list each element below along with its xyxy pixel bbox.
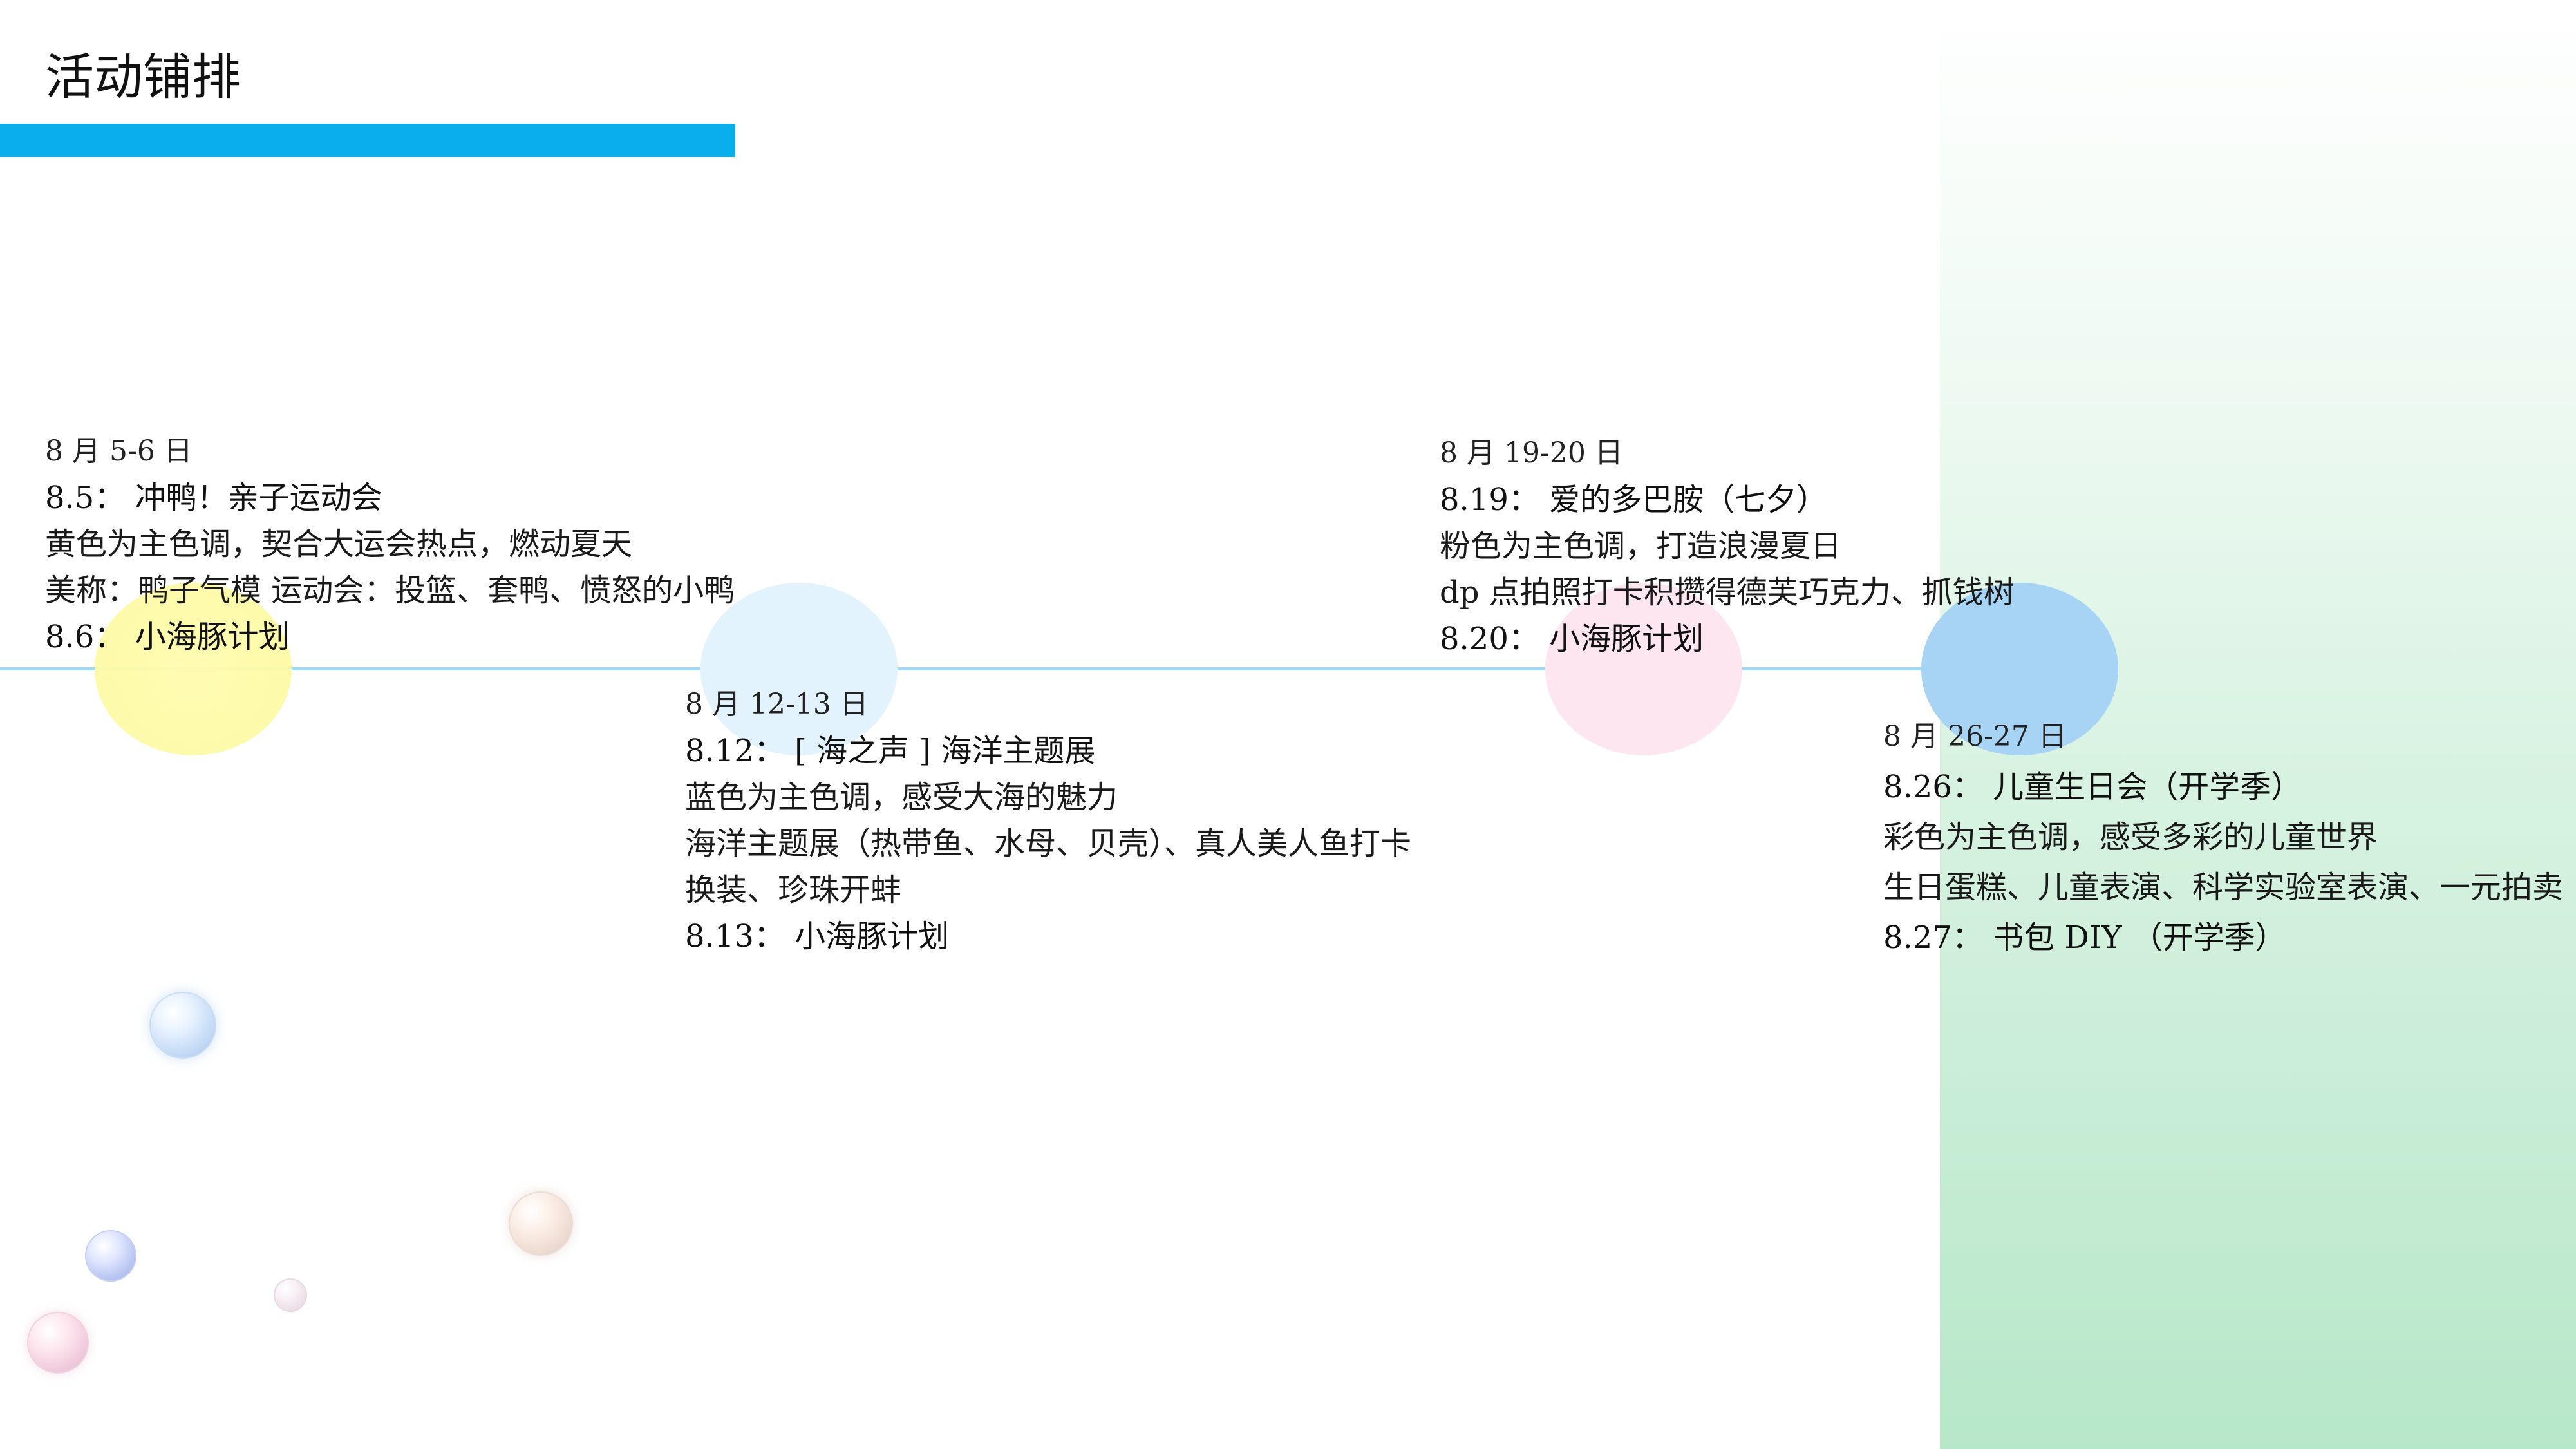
event-line: 蓝色为主色调，感受大海的魅力 <box>685 779 1118 815</box>
event-line: 8.19： 爱的多巴胺（七夕） <box>1440 482 1828 518</box>
event-block-week-2: 8 月 12-13 日 8.12： [ 海之声 ] 海洋主题展 蓝色为主色调，感… <box>685 681 1411 960</box>
timeline-line <box>0 667 1940 670</box>
event-line: 粉色为主色调，打造浪漫夏日 <box>1440 528 1842 564</box>
event-block-week-4: 8 月 26-27 日 8.26： 儿童生日会（开学季） 彩色为主色调，感受多彩… <box>1883 712 2563 963</box>
event-line: dp 点拍照打卡积攒得德芙巧克力、抓钱树 <box>1440 574 2015 611</box>
event-block-week-3: 8 月 19-20 日 8.19： 爱的多巴胺（七夕） 粉色为主色调，打造浪漫夏… <box>1440 430 2015 662</box>
event-line: 生日蛋糕、儿童表演、科学实验室表演、一元拍卖 <box>1883 869 2564 905</box>
bubble-decoration <box>27 1312 89 1374</box>
event-line: 8.12： [ 海之声 ] 海洋主题展 <box>685 733 1096 769</box>
event-line: 换装、珍珠开蚌 <box>685 872 902 908</box>
date-range: 8 月 19-20 日 <box>1440 437 1623 469</box>
bubble-decoration <box>85 1230 136 1282</box>
timeline-node-yellow <box>95 583 292 755</box>
event-line: 8.5： 冲鸭！亲子运动会 <box>45 480 382 516</box>
event-line: 8.26： 儿童生日会（开学季） <box>1883 769 2302 805</box>
event-line: 黄色为主色调，契合大运会热点，燃动夏天 <box>45 526 633 562</box>
event-line: 海洋主题展（热带鱼、水母、贝壳）、真人美人鱼打卡 <box>685 826 1412 862</box>
bubble-decoration <box>149 992 216 1059</box>
event-line: 美称：鸭子气模 运动会：投篮、套鸭、愤怒的小鸭 <box>45 573 735 609</box>
event-line: 8.6： 小海豚计划 <box>45 619 290 655</box>
bubble-decoration <box>274 1278 307 1312</box>
date-range: 8 月 5-6 日 <box>45 435 193 468</box>
event-line: 彩色为主色调，感受多彩的儿童世界 <box>1883 819 2378 855</box>
date-range: 8 月 12-13 日 <box>685 688 869 721</box>
event-block-week-1: 8 月 5-6 日 8.5： 冲鸭！亲子运动会 黄色为主色调，契合大运会热点，燃… <box>45 428 735 660</box>
bubble-decoration <box>509 1191 573 1256</box>
timeline-node-blue <box>1921 583 2118 755</box>
date-range: 8 月 26-27 日 <box>1883 720 2067 753</box>
page-title: 活动铺排 <box>45 48 241 106</box>
event-line: 8.27： 书包 DIY （开学季） <box>1883 920 2286 956</box>
event-line: 8.13： 小海豚计划 <box>685 918 950 954</box>
timeline-node-pink <box>1545 583 1742 755</box>
timeline-node-light-blue <box>700 583 898 755</box>
event-line: 8.20： 小海豚计划 <box>1440 621 1704 657</box>
title-underline-bar <box>0 124 735 157</box>
